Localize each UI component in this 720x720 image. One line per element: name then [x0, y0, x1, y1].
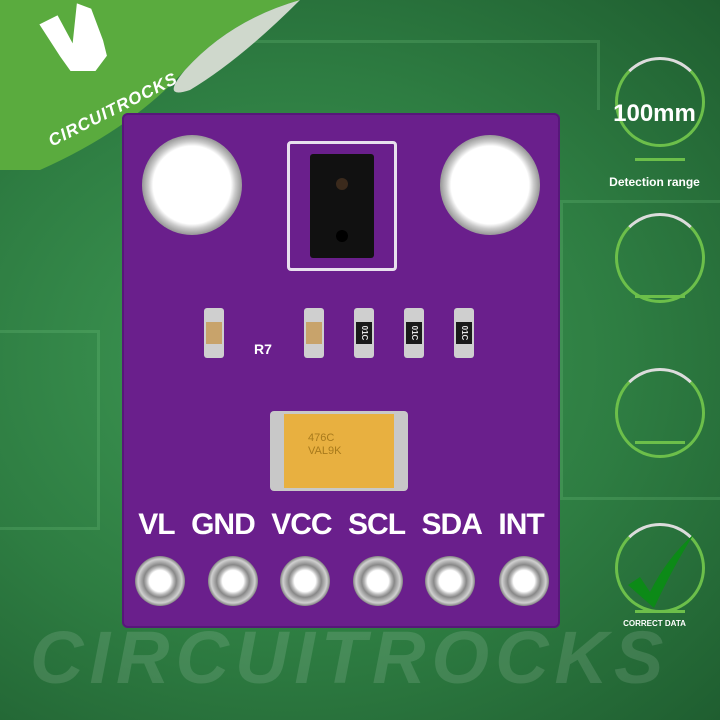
pcb-trace — [560, 200, 720, 500]
resistor: 01C — [354, 308, 374, 358]
ring-gauge-icon — [615, 368, 705, 458]
pcb-trace — [0, 330, 100, 530]
pin-hole — [499, 556, 549, 606]
ring-gauge-icon — [615, 213, 705, 303]
pin-labels: VL GND VCC SCL SDA INT — [122, 508, 560, 542]
resistor-code: 01C — [360, 325, 369, 341]
silkscreen-label: R7 — [254, 341, 272, 357]
capacitor-marking: 476C — [308, 432, 335, 444]
ring-base — [635, 441, 685, 444]
brand-corner — [0, 0, 300, 170]
pcb-trace — [200, 40, 600, 110]
feature-value: 100mm — [613, 100, 696, 127]
rock-hand-logo-icon — [36, 0, 110, 73]
pin-hole — [135, 556, 185, 606]
capacitor-marking: VAL9K — [308, 445, 342, 457]
sensor-chip — [287, 141, 397, 271]
pin-hole — [280, 556, 330, 606]
resistor-code: 01C — [460, 325, 469, 341]
resistor: 01C — [404, 308, 424, 358]
pin-label-int: INT — [498, 508, 544, 541]
pin-label-vl: VL — [138, 508, 175, 541]
pin-hole — [353, 556, 403, 606]
pin-label-vcc: VCC — [271, 508, 332, 541]
pin-hole — [425, 556, 475, 606]
resistor-code: 01C — [410, 325, 419, 341]
capacitor — [204, 308, 224, 358]
watermark: CIRCUITROCKS — [30, 616, 670, 699]
ring-base — [635, 295, 685, 298]
pin-label-scl: SCL — [348, 508, 406, 541]
pin-hole — [208, 556, 258, 606]
resistor: 01C — [454, 308, 474, 358]
pin-label-gnd: GND — [191, 508, 256, 541]
check-icon — [628, 534, 694, 608]
pin-label-sda: SDA — [421, 508, 483, 541]
feature-label: CORRECT DATA — [623, 619, 686, 628]
ring-base — [635, 158, 685, 161]
ring-gauge-icon — [615, 57, 705, 147]
mounting-hole — [142, 135, 242, 235]
capacitor — [304, 308, 324, 358]
mounting-hole — [440, 135, 540, 235]
ring-base — [635, 610, 685, 613]
feature-label: Detection range — [609, 175, 700, 189]
